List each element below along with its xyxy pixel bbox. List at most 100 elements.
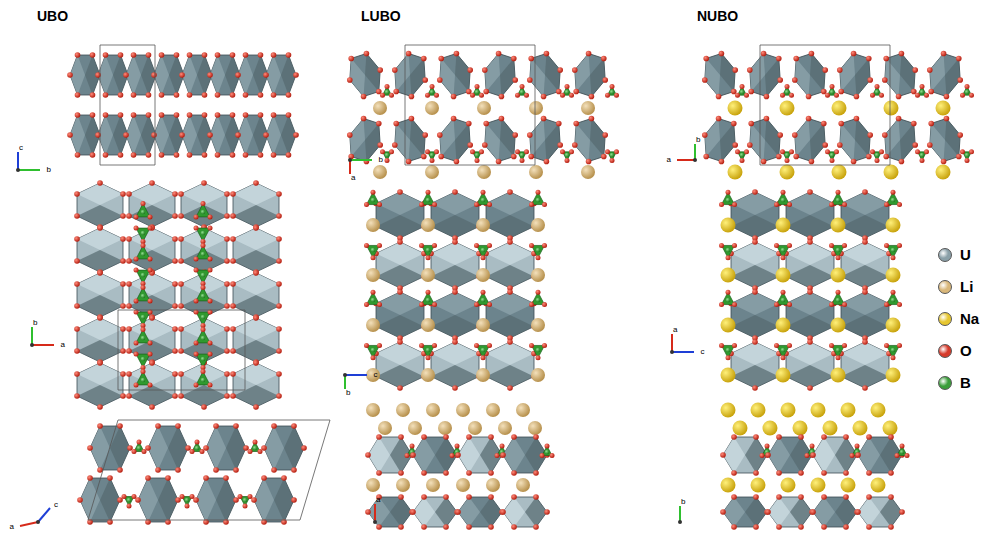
u-polyhedron xyxy=(789,51,832,99)
oxygen-atom xyxy=(507,239,513,245)
oxygen-atom xyxy=(774,343,779,348)
u-facet xyxy=(759,56,787,99)
u-polyhedron xyxy=(264,426,304,470)
u-polyhedron xyxy=(389,51,432,99)
oxygen-atom xyxy=(361,94,367,100)
u-polyhedron xyxy=(148,426,188,470)
u-polyhedron xyxy=(786,242,834,288)
u-polyhedron xyxy=(841,342,889,388)
u-polyhedron xyxy=(238,55,268,95)
u-facet xyxy=(77,295,123,317)
oxygen-atom xyxy=(726,255,731,260)
oxygen-atom xyxy=(253,315,259,321)
oxygen-atom xyxy=(884,343,889,348)
oxygen-atom xyxy=(172,281,178,287)
oxygen-atom xyxy=(842,343,847,348)
oxygen-atom xyxy=(882,132,888,138)
oxygen-atom xyxy=(276,393,282,399)
oxygen-atom xyxy=(474,302,479,307)
oxygen-atom xyxy=(155,467,161,473)
axis-arrow xyxy=(18,169,40,171)
oxygen-atom xyxy=(540,453,545,458)
oxygen-atom xyxy=(201,404,207,410)
axis-label: c xyxy=(19,144,23,152)
u-facet xyxy=(731,292,779,315)
axis-origin xyxy=(678,520,682,524)
oxygen-atom xyxy=(253,180,259,186)
alkali-atom xyxy=(421,218,435,232)
alkali-atom xyxy=(373,101,387,115)
alkali-atom xyxy=(366,318,380,332)
oxygen-atom xyxy=(291,497,297,503)
u-polyhedron xyxy=(858,437,902,473)
oxygen-atom xyxy=(271,92,277,98)
oxygen-atom xyxy=(426,255,431,260)
oxygen-atom xyxy=(194,352,199,357)
oxygen-atom xyxy=(134,382,139,387)
oxygen-atom xyxy=(747,142,753,148)
u-facet xyxy=(129,295,175,317)
oxygen-atom xyxy=(829,202,834,207)
oxygen-atom xyxy=(276,371,282,377)
oxygen-atom xyxy=(432,202,437,207)
u-facet xyxy=(264,426,284,470)
u-facet xyxy=(731,315,779,338)
u-polyhedron xyxy=(786,342,834,388)
oxygen-atom xyxy=(253,404,259,410)
oxygen-atom xyxy=(854,116,860,122)
oxygen-atom xyxy=(398,470,404,476)
oxygen-atom xyxy=(97,314,103,320)
oxygen-atom xyxy=(888,434,894,440)
u-facet xyxy=(253,115,268,155)
oxygen-atom xyxy=(97,404,103,410)
oxygen-atom xyxy=(202,52,208,58)
oxygen-atom xyxy=(149,315,155,321)
oxygen-atom xyxy=(482,142,488,148)
oxygen-atom xyxy=(830,158,835,163)
u-facet xyxy=(525,437,547,473)
u-polyhedron xyxy=(233,318,279,362)
alkali-atom xyxy=(531,318,545,332)
oxygen-atom xyxy=(425,149,430,154)
alkali-atom xyxy=(780,165,795,180)
u-polyhedron xyxy=(486,292,534,338)
u-polyhedron xyxy=(569,116,612,164)
oxygen-atom xyxy=(258,449,263,454)
alkali-atom xyxy=(477,101,491,115)
alkali-atom xyxy=(366,218,380,232)
oxygen-atom xyxy=(455,452,461,458)
oxygen-atom xyxy=(230,281,236,287)
oxygen-atom xyxy=(397,339,403,345)
oxygen-atom xyxy=(134,226,139,231)
u-facet xyxy=(435,497,457,527)
oxygen-atom xyxy=(146,112,152,118)
oxygen-atom xyxy=(867,132,873,138)
oxygen-atom xyxy=(127,445,133,451)
alkali-atom xyxy=(396,403,410,417)
oxygen-atom xyxy=(190,494,195,499)
u-facet xyxy=(841,365,889,388)
u-polyhedron xyxy=(723,437,767,473)
oxygen-atom xyxy=(90,152,96,158)
oxygen-atom xyxy=(807,239,813,245)
u-polyhedron xyxy=(731,292,779,338)
oxygen-atom xyxy=(203,475,209,481)
oxygen-atom xyxy=(466,524,472,530)
alkali-atom xyxy=(751,403,766,418)
oxygen-atom xyxy=(224,258,230,264)
boron-atom xyxy=(195,446,200,451)
alkali-atom xyxy=(776,318,791,333)
oxygen-atom xyxy=(454,159,460,165)
u-polyhedron xyxy=(524,116,567,164)
alkali-atom xyxy=(776,218,791,233)
oxygen-atom xyxy=(202,112,208,118)
oxygen-atom xyxy=(740,84,745,89)
u-polyhedron xyxy=(768,437,812,473)
oxygen-atom xyxy=(753,470,759,476)
boron-atom xyxy=(481,248,486,253)
u-polyhedron xyxy=(479,51,522,99)
oxygen-atom xyxy=(524,149,529,154)
oxygen-atom xyxy=(511,470,517,476)
oxygen-atom xyxy=(215,92,221,98)
boron-atom xyxy=(475,153,480,158)
